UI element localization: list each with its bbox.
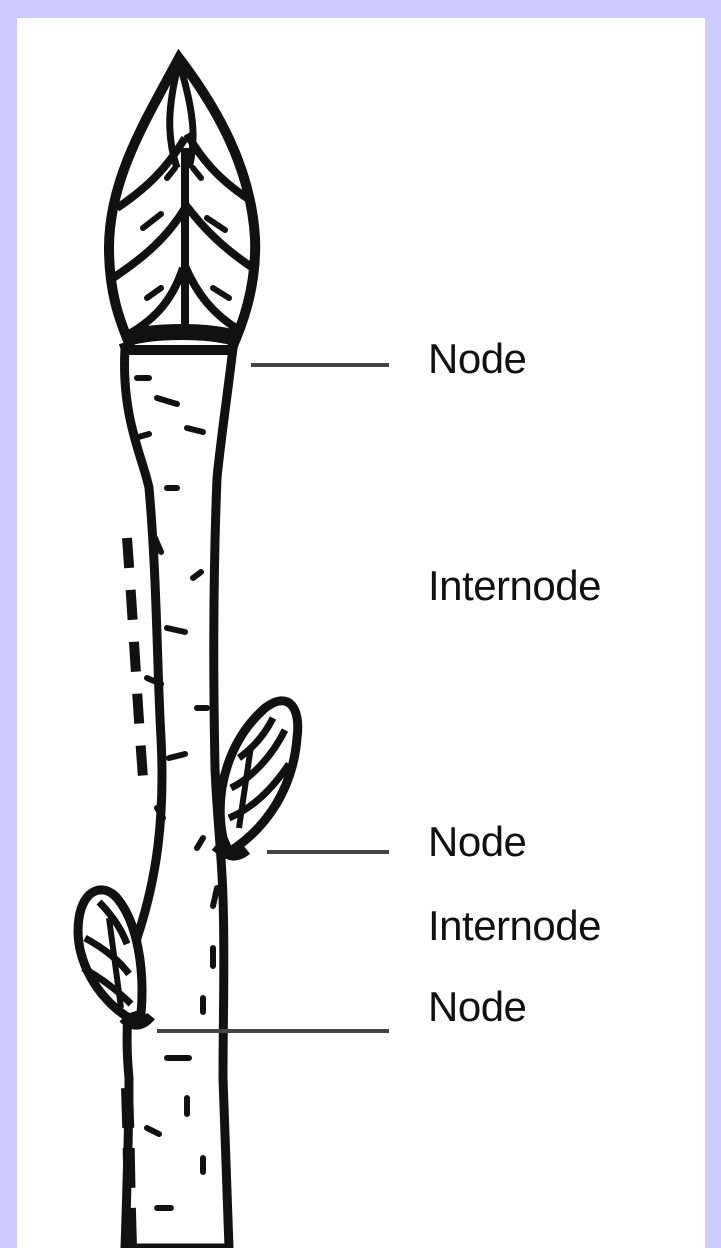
lateral-bud-left xyxy=(78,890,151,1025)
label-internode-upper: Internode xyxy=(428,565,601,607)
label-node-bottom: Node xyxy=(428,986,526,1028)
diagram-panel: Node Internode Node Internode Node xyxy=(17,18,705,1248)
twig-illustration xyxy=(17,18,705,1248)
label-internode-lower: Internode xyxy=(428,905,601,947)
terminal-bud xyxy=(109,58,255,350)
label-node-top: Node xyxy=(428,338,526,380)
label-node-middle: Node xyxy=(428,821,526,863)
lateral-bud-right xyxy=(215,701,298,856)
